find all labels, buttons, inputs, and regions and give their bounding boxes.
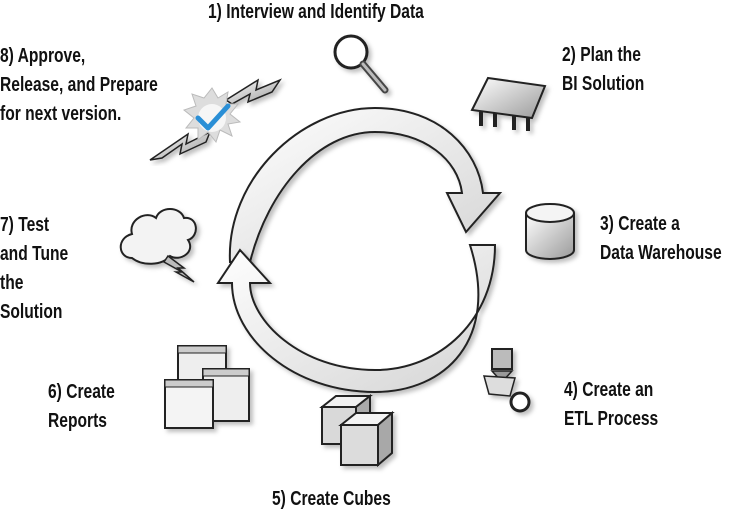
step-8-line-1: 8) Approve, [0,45,86,67]
step-6-label: 6) Create Reports [48,378,115,436]
blueprint-table-icon [470,76,547,131]
cloud-lightning-icon [119,208,197,283]
step-1-label: 1) Interview and Identify Data [208,0,424,27]
step-4-line-2: ETL Process [564,408,659,430]
step-2-label: 2) Plan the BI Solution [562,41,644,99]
step-2-line-1: 2) Plan the [562,44,641,66]
step-1-line-1: 1) Interview and Identify Data [208,1,424,23]
step-5-label: 5) Create Cubes [272,485,391,514]
step-2-line-2: BI Solution [562,73,645,95]
step-7-line-1: 7) Test [0,214,50,236]
step-4-label: 4) Create an ETL Process [564,376,658,434]
cycle-arrow-lower [216,244,497,394]
step-7-line-4: Solution [0,301,63,323]
approval-check-icon [149,78,282,161]
step-3-line-2: Data Warehouse [600,242,722,264]
step-4-line-1: 4) Create an [564,379,654,401]
step-5-line-1: 5) Create Cubes [272,488,391,510]
cubes-icon [319,393,395,468]
reports-stack-icon [164,345,250,429]
step-6-line-2: Reports [48,410,107,432]
step-7-line-3: the [0,272,24,294]
magnifier-icon [333,34,389,94]
database-cylinder-icon [525,203,575,260]
step-8-line-2: Release, and Prepare [0,74,158,96]
etl-flow-icon [482,348,531,413]
step-3-line-1: 3) Create a [600,213,680,235]
step-7-line-2: and Tune [0,243,69,265]
step-8-label: 8) Approve, Release, and Prepare for nex… [0,42,158,129]
cycle-arrow-upper [228,106,503,263]
step-8-line-3: for next version. [0,103,122,125]
step-7-label: 7) Test and Tune the Solution [0,211,68,327]
step-3-label: 3) Create a Data Warehouse [600,210,722,268]
step-6-line-1: 6) Create [48,381,115,403]
